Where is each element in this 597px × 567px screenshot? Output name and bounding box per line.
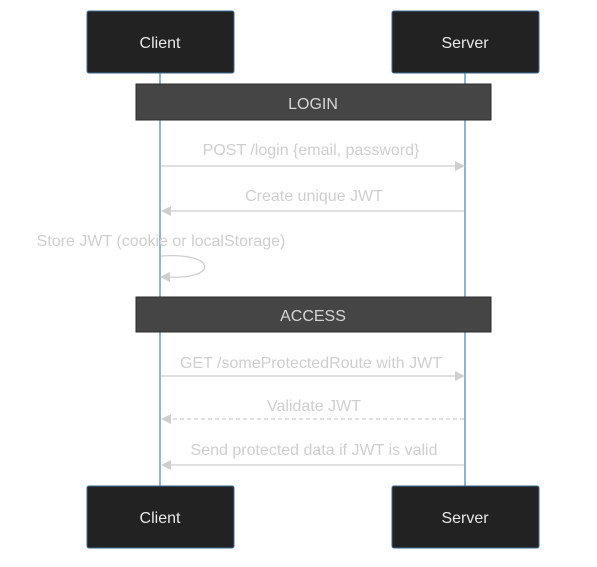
message-post-login: POST /login {email, password}: [161, 142, 465, 171]
arrowhead-self-icon: [160, 272, 170, 282]
message-post-login-label: POST /login {email, password}: [203, 142, 420, 159]
arrowhead-right-icon: [455, 161, 465, 171]
arrowhead-left-icon: [161, 206, 171, 216]
client-actor-top-label: Client: [140, 35, 181, 52]
access-section: ACCESS: [135, 296, 492, 333]
client-actor-bottom-label: Client: [140, 510, 181, 527]
server-actor-bottom-label: Server: [441, 510, 489, 527]
client-actor-top[interactable]: Client: [86, 10, 235, 74]
server-actor-top[interactable]: Server: [391, 10, 540, 74]
message-store-jwt-label: Store JWT (cookie or localStorage): [37, 233, 286, 250]
access-section-label: ACCESS: [280, 308, 346, 325]
client-actor-bottom[interactable]: Client: [86, 485, 235, 549]
message-send-data-label: Send protected data if JWT is valid: [191, 442, 438, 459]
message-validate-jwt-label: Validate JWT: [267, 398, 361, 415]
arrowhead-right-icon: [455, 371, 465, 381]
message-store-jwt: Store JWT (cookie or localStorage): [37, 233, 286, 282]
login-section-label: LOGIN: [288, 96, 338, 113]
message-create-jwt: Create unique JWT: [161, 188, 464, 216]
arrowhead-left-icon: [161, 414, 171, 424]
message-validate-jwt: Validate JWT: [161, 398, 464, 424]
server-actor-top-label: Server: [441, 35, 489, 52]
arrowhead-left-icon: [161, 460, 171, 470]
login-section: LOGIN: [135, 83, 492, 121]
message-send-data: Send protected data if JWT is valid: [161, 442, 464, 470]
server-actor-bottom[interactable]: Server: [391, 485, 540, 549]
message-create-jwt-label: Create unique JWT: [245, 188, 383, 205]
message-get-protected-label: GET /someProtectedRoute with JWT: [180, 355, 442, 372]
message-get-protected: GET /someProtectedRoute with JWT: [161, 355, 465, 381]
